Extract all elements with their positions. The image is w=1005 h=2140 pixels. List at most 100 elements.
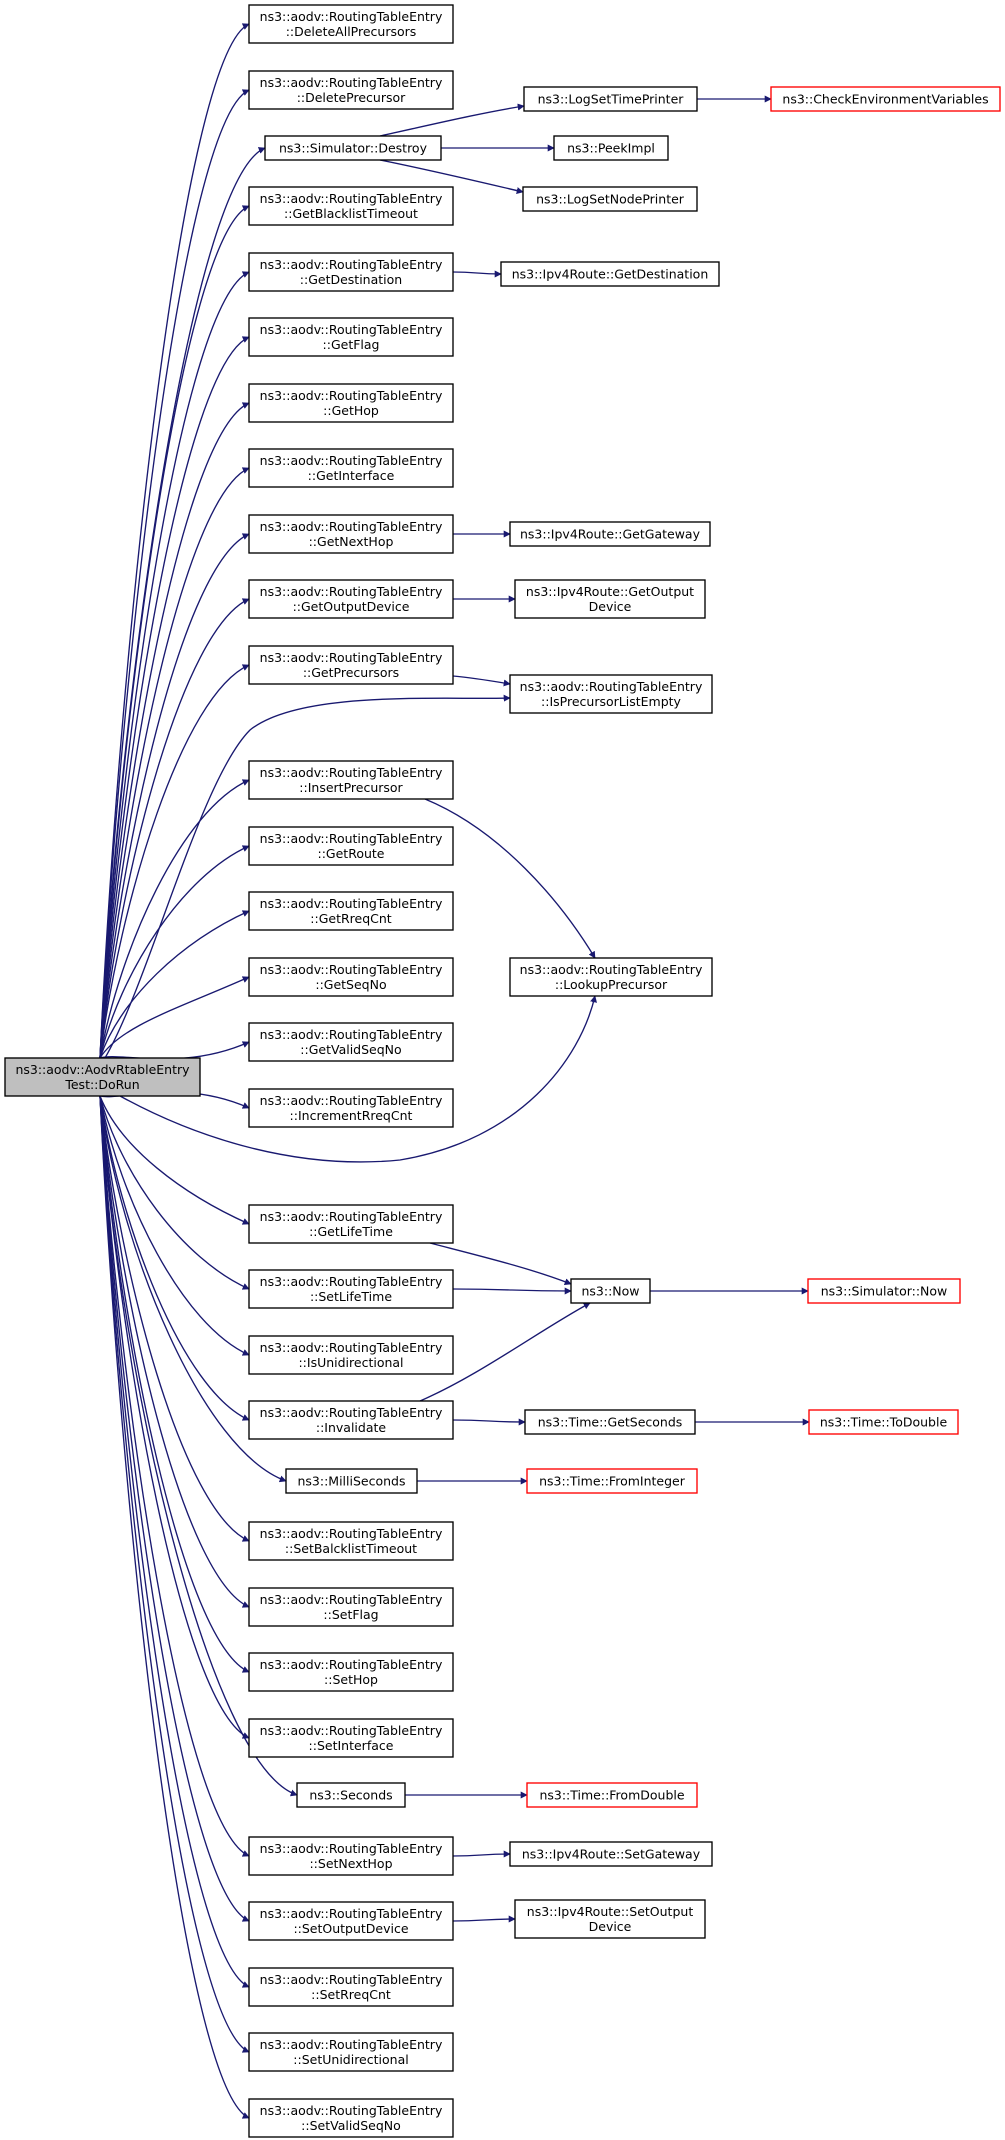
node-insertPrecursor[interactable]: ns3::aodv::RoutingTableEntry::InsertPrec… <box>248 760 454 800</box>
node-getValidSeqNo[interactable]: ns3::aodv::RoutingTableEntry::GetValidSe… <box>248 1022 454 1062</box>
node-getOutputDevice[interactable]: ns3::aodv::RoutingTableEntry::GetOutputD… <box>248 579 454 619</box>
node-box <box>285 1468 418 1494</box>
node-box <box>248 1269 454 1309</box>
node-checkEnvVars[interactable]: ns3::CheckEnvironmentVariables <box>770 86 1001 112</box>
node-lookupPrecursor[interactable]: ns3::aodv::RoutingTableEntry::LookupPrec… <box>509 957 713 997</box>
node-getDestination[interactable]: ns3::aodv::RoutingTableEntry::GetDestina… <box>248 252 454 292</box>
edge-root-to-setHop <box>99 1095 250 1673</box>
edge-root-to-isUnidirectional <box>99 1095 250 1356</box>
node-getPrecursors[interactable]: ns3::aodv::RoutingTableEntry::GetPrecurs… <box>248 645 454 685</box>
node-timeGetSeconds[interactable]: ns3::Time::GetSeconds <box>524 1409 696 1435</box>
node-logSetTimePrinter[interactable]: ns3::LogSetTimePrinter <box>523 86 698 112</box>
edge-insertPrecursor-to-lookupPrecursor <box>424 798 596 959</box>
node-seconds[interactable]: ns3::Seconds <box>296 1782 406 1808</box>
node-setRreqCnt[interactable]: ns3::aodv::RoutingTableEntry::SetRreqCnt <box>248 1967 454 2007</box>
node-ipv4GetGateway[interactable]: ns3::Ipv4Route::GetGateway <box>509 521 711 547</box>
node-label: ::SetRreqCnt <box>311 1987 391 2002</box>
node-ipv4GetOutputDevice[interactable]: ns3::Ipv4Route::GetOutputDevice <box>514 579 706 619</box>
node-setUnidirectional[interactable]: ns3::aodv::RoutingTableEntry::SetUnidire… <box>248 2032 454 2072</box>
node-label: ::GetValidSeqNo <box>300 1042 401 1057</box>
node-label: Test::DoRun <box>64 1077 139 1092</box>
node-deleteAllPrecursors[interactable]: ns3::aodv::RoutingTableEntry::DeleteAllP… <box>248 4 454 44</box>
node-box <box>248 1204 454 1244</box>
node-box <box>248 891 454 931</box>
node-label: ::SetBalcklistTimeout <box>285 1541 417 1556</box>
node-setBalcklistTimeout[interactable]: ns3::aodv::RoutingTableEntry::SetBalckli… <box>248 1521 454 1561</box>
node-box <box>248 579 454 619</box>
node-setNextHop[interactable]: ns3::aodv::RoutingTableEntry::SetNextHop <box>248 1836 454 1876</box>
node-label: ns3::aodv::RoutingTableEntry <box>260 1405 443 1420</box>
edge-root-to-setOutputDevice <box>99 1095 250 1922</box>
node-ipv4GetDestination[interactable]: ns3::Ipv4Route::GetDestination <box>500 261 720 287</box>
node-label: ns3::aodv::RoutingTableEntry <box>260 257 443 272</box>
edge-root-to-getLifeTime <box>99 1095 250 1225</box>
node-label: ::GetLifeTime <box>309 1224 393 1239</box>
node-label: ns3::Simulator::Destroy <box>279 141 428 156</box>
node-box <box>514 1899 706 1939</box>
node-isPrecursorListEmpty[interactable]: ns3::aodv::RoutingTableEntry::IsPrecurso… <box>509 674 713 714</box>
node-getRoute[interactable]: ns3::aodv::RoutingTableEntry::GetRoute <box>248 826 454 866</box>
node-label: ::IsUnidirectional <box>298 1355 403 1370</box>
node-label: ns3::aodv::RoutingTableEntry <box>260 1841 443 1856</box>
node-box <box>514 579 706 619</box>
node-box <box>522 186 698 212</box>
node-label: ns3::Simulator::Now <box>821 1284 948 1299</box>
node-logSetNodePrinter[interactable]: ns3::LogSetNodePrinter <box>522 186 698 212</box>
edge-root-to-insertPrecursor <box>99 779 250 1059</box>
node-getHop[interactable]: ns3::aodv::RoutingTableEntry::GetHop <box>248 383 454 423</box>
node-label: ns3::aodv::RoutingTableEntry <box>260 962 443 977</box>
node-label: ::IsPrecursorListEmpty <box>541 694 681 709</box>
node-box <box>264 135 442 161</box>
node-ipv4SetGateway[interactable]: ns3::Ipv4Route::SetGateway <box>509 1841 713 1867</box>
node-getLifeTime[interactable]: ns3::aodv::RoutingTableEntry::GetLifeTim… <box>248 1204 454 1244</box>
nodes-layer: ns3::aodv::AodvRtableEntryTest::DoRunns3… <box>4 4 1001 2138</box>
node-getRreqCnt[interactable]: ns3::aodv::RoutingTableEntry::GetRreqCnt <box>248 891 454 931</box>
node-timeToDouble[interactable]: ns3::Time::ToDouble <box>808 1409 959 1435</box>
node-label: ::InsertPrecursor <box>299 780 403 795</box>
node-box <box>248 1967 454 2007</box>
node-peekImpl[interactable]: ns3::PeekImpl <box>553 135 669 161</box>
node-deletePrecursor[interactable]: ns3::aodv::RoutingTableEntry::DeletePrec… <box>248 70 454 110</box>
node-getInterface[interactable]: ns3::aodv::RoutingTableEntry::GetInterfa… <box>248 448 454 488</box>
edge-simDestroy-to-logSetTimePrinter <box>379 103 525 137</box>
node-getSeqNo[interactable]: ns3::aodv::RoutingTableEntry::GetSeqNo <box>248 957 454 997</box>
edge-root-to-setBalcklistTimeout <box>99 1095 250 1542</box>
node-getBlacklistTimeout[interactable]: ns3::aodv::RoutingTableEntry::GetBlackli… <box>248 186 454 226</box>
node-simNow[interactable]: ns3::Simulator::Now <box>807 1278 961 1304</box>
node-label: ns3::Time::FromDouble <box>539 1788 684 1803</box>
node-now[interactable]: ns3::Now <box>570 1278 651 1304</box>
node-setInterface[interactable]: ns3::aodv::RoutingTableEntry::SetInterfa… <box>248 1718 454 1758</box>
node-label: ns3::aodv::RoutingTableEntry <box>260 9 443 24</box>
node-getFlag[interactable]: ns3::aodv::RoutingTableEntry::GetFlag <box>248 317 454 357</box>
node-label: ::SetValidSeqNo <box>301 2118 401 2133</box>
node-simDestroy[interactable]: ns3::Simulator::Destroy <box>264 135 442 161</box>
node-setOutputDevice[interactable]: ns3::aodv::RoutingTableEntry::SetOutputD… <box>248 1901 454 1941</box>
node-label: ns3::aodv::RoutingTableEntry <box>260 322 443 337</box>
edge-simDestroy-to-logSetNodePrinter <box>379 159 524 194</box>
node-timeFromInteger[interactable]: ns3::Time::FromInteger <box>526 1468 698 1494</box>
node-box <box>248 252 454 292</box>
node-box <box>248 1335 454 1375</box>
node-getNextHop[interactable]: ns3::aodv::RoutingTableEntry::GetNextHop <box>248 514 454 554</box>
node-setLifeTime[interactable]: ns3::aodv::RoutingTableEntry::SetLifeTim… <box>248 1269 454 1309</box>
node-ipv4SetOutputDevice[interactable]: ns3::Ipv4Route::SetOutputDevice <box>514 1899 706 1939</box>
node-setValidSeqNo[interactable]: ns3::aodv::RoutingTableEntry::SetValidSe… <box>248 2098 454 2138</box>
node-label: ns3::aodv::RoutingTableEntry <box>260 191 443 206</box>
node-label: ns3::Ipv4Route::GetDestination <box>512 267 709 282</box>
node-incrementRreqCnt[interactable]: ns3::aodv::RoutingTableEntry::IncrementR… <box>248 1088 454 1128</box>
node-setHop[interactable]: ns3::aodv::RoutingTableEntry::SetHop <box>248 1652 454 1692</box>
edges-layer <box>99 23 810 2119</box>
edge-root-to-setLifeTime <box>99 1095 250 1290</box>
node-isUnidirectional[interactable]: ns3::aodv::RoutingTableEntry::IsUnidirec… <box>248 1335 454 1375</box>
node-box <box>248 448 454 488</box>
node-label: Device <box>589 1919 632 1934</box>
node-timeFromDouble[interactable]: ns3::Time::FromDouble <box>526 1782 698 1808</box>
node-setFlag[interactable]: ns3::aodv::RoutingTableEntry::SetFlag <box>248 1587 454 1627</box>
node-label: Device <box>589 599 632 614</box>
node-box <box>248 383 454 423</box>
edge-root-to-milliSeconds <box>99 1095 287 1483</box>
node-invalidate[interactable]: ns3::aodv::RoutingTableEntry::Invalidate <box>248 1400 454 1440</box>
node-box <box>248 957 454 997</box>
node-milliSeconds[interactable]: ns3::MilliSeconds <box>285 1468 418 1494</box>
